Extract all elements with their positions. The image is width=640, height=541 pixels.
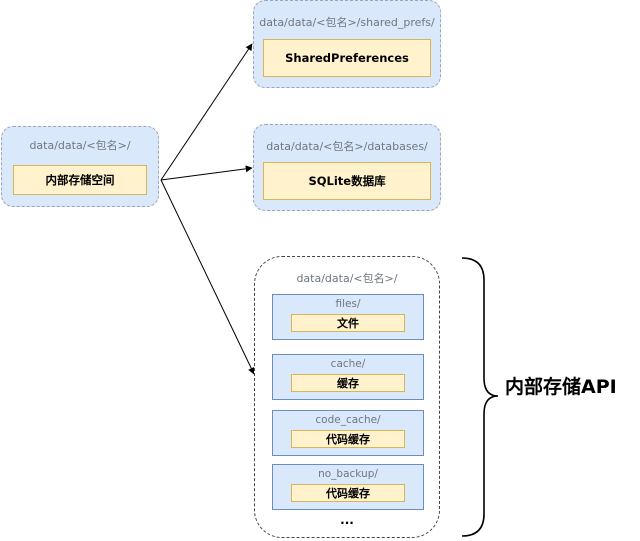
cache-box: 缓存	[291, 374, 405, 392]
code-cache-box: 代码缓存	[291, 430, 405, 448]
files-dir-label: files/	[335, 298, 361, 310]
no-backup-box: 代码缓存	[291, 484, 405, 502]
internal-storage-api-label: 内部存储API	[505, 376, 617, 398]
no-backup-dir-group: no_backup/ 代码缓存	[272, 464, 424, 510]
code-cache-dir-group: code_cache/ 代码缓存	[272, 410, 424, 456]
code-cache-dir-label: code_cache/	[315, 414, 381, 426]
files-box: 文件	[291, 314, 405, 332]
arrow-to-shared-prefs	[160, 43, 253, 181]
cache-dir-group: cache/ 缓存	[272, 354, 424, 400]
internal-storage-api-group: data/data/<包名>/ files/ 文件 cache/ 缓存 code…	[254, 256, 440, 538]
internal-storage-box: 内部存储空间	[13, 165, 147, 195]
sqlite-database-box: SQLite数据库	[263, 162, 431, 200]
shared-prefs-group: data/data/<包名>/shared_prefs/ SharedPrefe…	[253, 0, 441, 88]
databases-group: data/data/<包名>/databases/ SQLite数据库	[253, 124, 441, 211]
arrow-to-databases	[160, 165, 253, 181]
internal-storage-group: data/data/<包名>/ 内部存储空间	[1, 126, 159, 207]
no-backup-dir-label: no_backup/	[318, 468, 378, 480]
api-group-path: data/data/<包名>/	[296, 272, 398, 285]
files-dir-group: files/ 文件	[272, 294, 424, 340]
shared-prefs-path: data/data/<包名>/shared_prefs/	[259, 16, 435, 29]
curly-brace	[461, 257, 499, 537]
cache-dir-label: cache/	[330, 358, 366, 370]
shared-preferences-box: SharedPreferences	[263, 39, 431, 77]
more-items-ellipsis: ...	[340, 513, 354, 527]
internal-storage-path: data/data/<包名>/	[29, 139, 131, 152]
databases-path: data/data/<包名>/databases/	[266, 140, 428, 153]
arrow-to-internal-api	[160, 179, 255, 375]
